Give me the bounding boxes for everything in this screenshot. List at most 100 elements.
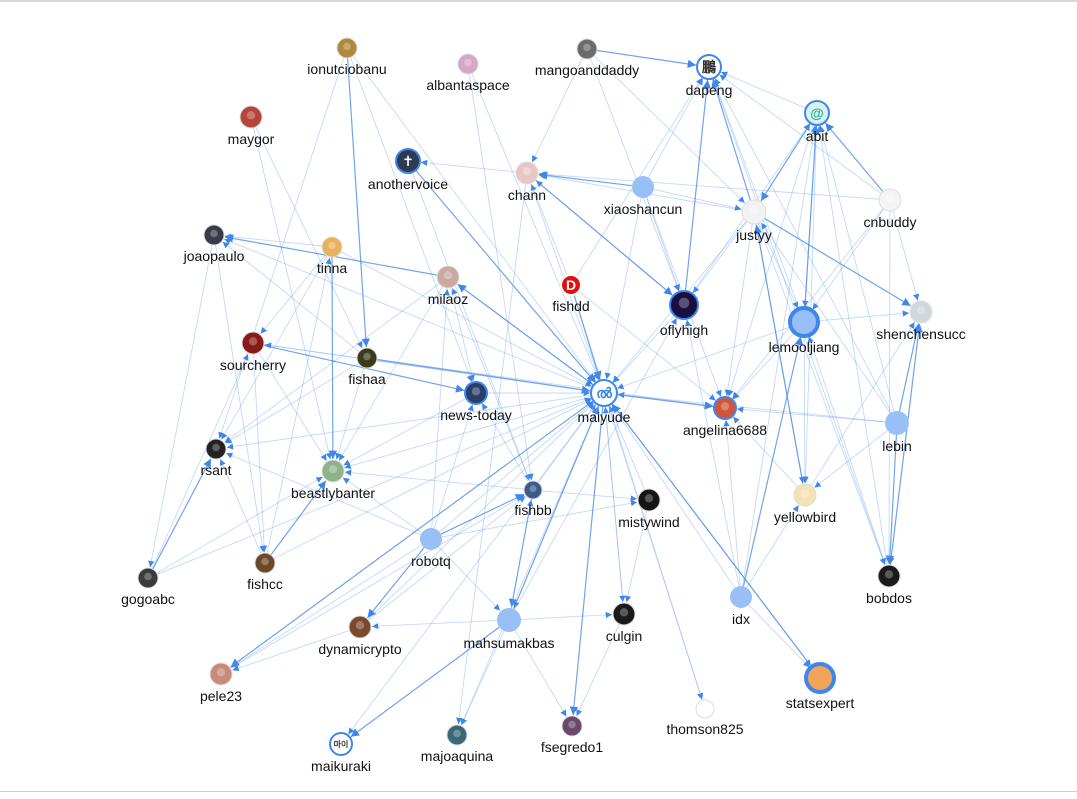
node-milaoz[interactable]: milaoz <box>428 265 468 307</box>
node-majoaquina[interactable]: majoaquina <box>421 724 494 764</box>
node-culgin-avatar[interactable] <box>612 602 636 626</box>
node-beastlybanter[interactable]: beastlybanter <box>291 459 375 501</box>
edge-idx-to-yellowbird <box>746 504 799 588</box>
node-yellowbird[interactable]: yellowbird <box>774 483 836 525</box>
node-albantaspace[interactable]: albantaspace <box>426 53 510 93</box>
node-fishcc[interactable]: fishcc <box>247 552 283 592</box>
node-sourcherry-avatar[interactable] <box>241 331 265 355</box>
node-lemooljiang-avatar[interactable] <box>788 306 820 338</box>
edge-gogoabc-to-sourcherry <box>151 353 249 570</box>
node-fishcc-avatar[interactable] <box>254 552 276 574</box>
node-shenchensucc[interactable]: shenchensucc <box>876 300 966 342</box>
node-label: justyy <box>735 227 772 243</box>
node-bobdos-avatar[interactable] <box>877 564 901 588</box>
node-majoaquina-avatar[interactable] <box>446 724 468 746</box>
node-fishaa-avatar[interactable] <box>356 347 378 369</box>
node-cnbuddy[interactable]: cnbuddy <box>864 188 917 230</box>
node-tinna-avatar[interactable] <box>321 236 343 258</box>
node-oflyhigh[interactable]: oflyhigh <box>660 290 708 338</box>
node-mahsumakbas[interactable]: mahsumakbas <box>463 608 555 651</box>
node-idx-avatar[interactable] <box>730 586 752 608</box>
node-fsegredo1-avatar[interactable] <box>561 715 583 737</box>
edge-culgin-to-maiyude <box>602 406 624 604</box>
node-mahsumakbas-avatar[interactable] <box>497 608 521 632</box>
node-tinna[interactable]: tinna <box>317 236 348 276</box>
node-news-today[interactable]: news-today <box>440 381 512 423</box>
node-fishdd-avatar[interactable] <box>560 274 582 296</box>
node-label: mahsumakbas <box>463 635 554 651</box>
node-sourcherry[interactable]: sourcherry <box>220 331 286 373</box>
node-thomson825-avatar[interactable] <box>695 699 715 719</box>
node-statsexpert-avatar[interactable] <box>804 662 836 694</box>
node-ionutciobanu-avatar[interactable] <box>336 37 358 59</box>
node-dynamicrypto[interactable]: dynamicrypto <box>318 615 402 657</box>
node-fsegredo1[interactable]: fsegredo1 <box>541 715 603 755</box>
node-angelina6688-avatar[interactable] <box>713 396 737 420</box>
node-statsexpert[interactable]: statsexpert <box>786 662 855 711</box>
node-joaopaulo[interactable]: joaopaulo <box>183 224 245 264</box>
node-mangoanddaddy-avatar[interactable] <box>576 38 598 60</box>
node-pele23[interactable]: pele23 <box>200 662 242 704</box>
node-justyy[interactable]: justyy <box>735 199 772 243</box>
node-lebin-avatar[interactable] <box>885 411 909 435</box>
node-xiaoshancun[interactable]: xiaoshancun <box>604 176 683 217</box>
node-maygor[interactable]: maygor <box>228 105 275 147</box>
node-abit-avatar[interactable] <box>804 100 830 126</box>
node-idx[interactable]: idx <box>730 586 752 627</box>
node-bobdos[interactable]: bobdos <box>866 564 912 606</box>
node-gogoabc-avatar[interactable] <box>137 567 159 589</box>
node-chann-avatar[interactable] <box>515 161 539 185</box>
node-thomson825[interactable]: thomson825 <box>666 699 744 737</box>
node-culgin[interactable]: culgin <box>606 602 643 644</box>
node-mistywind[interactable]: mistywind <box>618 488 680 530</box>
node-oflyhigh-avatar[interactable] <box>669 290 699 320</box>
node-anothervoice[interactable]: ✝anothervoice <box>368 148 448 192</box>
node-label: majoaquina <box>421 748 494 764</box>
edge-oflyhigh-to-dapeng <box>684 79 711 292</box>
node-mangoanddaddy[interactable]: mangoanddaddy <box>535 38 639 78</box>
node-lemooljiang[interactable]: lemooljiang <box>769 306 840 355</box>
node-justyy-avatar[interactable] <box>741 199 767 225</box>
node-lebin[interactable]: lebin <box>882 411 912 454</box>
node-ionutciobanu[interactable]: ionutciobanu <box>307 37 387 77</box>
node-label: lebin <box>882 438 912 454</box>
node-milaoz-avatar[interactable] <box>436 265 460 289</box>
node-anothervoice-avatar[interactable] <box>395 148 421 174</box>
edge-mahsumakbas-to-fishbb <box>510 499 534 609</box>
node-cnbuddy-avatar[interactable] <box>878 188 902 212</box>
node-maiyude-avatar[interactable] <box>590 379 618 407</box>
node-rsant[interactable]: rsant <box>200 438 232 478</box>
node-maygor-avatar[interactable] <box>239 105 263 129</box>
node-dapeng-avatar[interactable] <box>696 54 722 80</box>
node-rsant-avatar[interactable] <box>205 438 227 460</box>
node-gogoabc[interactable]: gogoabc <box>121 567 175 607</box>
node-pele23-avatar[interactable] <box>209 662 233 686</box>
node-mistywind-avatar[interactable] <box>637 488 661 512</box>
edge-mahsumakbas-to-maiyude <box>513 405 600 610</box>
node-joaopaulo-avatar[interactable] <box>203 224 225 246</box>
node-fishbb[interactable]: fishbb <box>514 480 552 518</box>
node-xiaoshancun-avatar[interactable] <box>632 176 654 198</box>
node-maikuraki-avatar[interactable] <box>329 732 353 756</box>
node-beastlybanter-avatar[interactable] <box>321 459 345 483</box>
node-albantaspace-avatar[interactable] <box>457 53 479 75</box>
edge-idx-to-statsexpert <box>748 604 810 668</box>
node-abit[interactable]: @abit <box>804 100 830 144</box>
node-shenchensucc-avatar[interactable] <box>909 300 933 324</box>
node-fishbb-avatar[interactable] <box>523 480 543 500</box>
node-news-today-avatar[interactable] <box>464 381 488 405</box>
node-chann[interactable]: chann <box>508 161 546 203</box>
node-robotq[interactable]: robotq <box>411 528 451 569</box>
node-fishaa[interactable]: fishaa <box>348 347 386 387</box>
edge-joaopaulo-to-fishcc <box>215 244 266 553</box>
node-angelina6688[interactable]: angelina6688 <box>683 396 767 438</box>
node-yellowbird-avatar[interactable] <box>793 483 817 507</box>
node-dynamicrypto-avatar[interactable] <box>348 615 372 639</box>
node-robotq-avatar[interactable] <box>420 528 442 550</box>
edge-lemooljiang-to-abit <box>804 125 820 309</box>
